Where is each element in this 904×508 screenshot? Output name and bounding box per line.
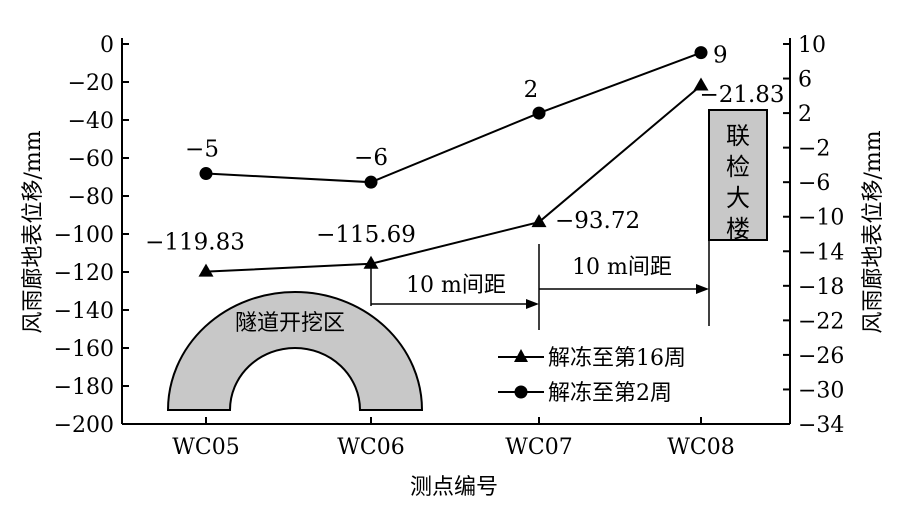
building-box: [708, 109, 768, 241]
series-line-week2: [205, 51, 702, 184]
legend-circle-marker: [514, 385, 528, 399]
right-tick-label: −14: [798, 240, 844, 265]
left-tick-label: −40: [68, 109, 114, 134]
right-tick-label: −18: [798, 275, 844, 300]
building-label-char: 楼: [726, 215, 750, 243]
left-tick-label: −200: [54, 413, 114, 438]
spacing-arrow-1-head: [526, 299, 539, 309]
left-tick-label: −180: [54, 375, 114, 400]
legend-item-week16: 解冻至第16周: [498, 346, 686, 371]
right-tick-label: 10: [798, 33, 826, 58]
tunnel-zone: 隧道开挖区: [166, 291, 424, 411]
legend-item-week2: 解冻至第2周: [498, 381, 672, 406]
data-label: 2: [524, 77, 539, 103]
x-axis-title: 测点编号: [410, 475, 498, 500]
tunnel-arch-shape: [166, 291, 424, 411]
left-tick-label: −140: [54, 299, 114, 324]
spacing-annotations: 10 m间距 10 m间距: [370, 240, 710, 330]
right-tick-label: −26: [798, 344, 844, 369]
x-tick-label: WC07: [505, 435, 572, 460]
data-label: −93.72: [555, 208, 640, 234]
left-tick-label: −100: [54, 223, 114, 248]
left-tick-label: −20: [68, 71, 114, 96]
data-point-triangle: [693, 77, 709, 91]
data-point-triangle: [198, 263, 214, 277]
x-axis: WC05 WC06 WC07 WC08: [122, 417, 790, 460]
right-tick-label: −6: [798, 171, 830, 196]
data-point-triangle: [363, 255, 379, 269]
data-point-triangle: [531, 214, 547, 228]
right-tick-label: −2: [798, 137, 830, 162]
legend-label-week16: 解冻至第16周: [548, 346, 686, 371]
right-tick-label: 2: [798, 102, 812, 127]
right-y-axis: 10 6 2 −2 −6 −10 −14 −18 −22 −26 −30 −34: [783, 33, 844, 438]
building-label-char: 联: [726, 122, 750, 150]
left-tick-label: −120: [54, 261, 114, 286]
data-label: −115.69: [316, 222, 416, 248]
right-tick-label: −22: [798, 309, 844, 334]
right-tick-label: −10: [798, 206, 844, 231]
series-layer: −119.83 −115.69 −93.72 −21.83 −5 −6 2 9: [145, 43, 785, 277]
left-y-axis: 0 −20 −40 −60 −80 −100 −120 −140 −160 −180 −200: [54, 33, 129, 438]
right-tick-label: −34: [798, 413, 844, 438]
left-tick-label: 0: [100, 33, 114, 58]
data-point-circle: [532, 106, 546, 120]
series-line-week16: [205, 84, 702, 273]
building-label-char: 检: [726, 153, 750, 181]
left-tick-label: −60: [68, 147, 114, 172]
spacing-label-2: 10 m间距: [572, 255, 672, 280]
right-tick-label: 6: [798, 68, 812, 93]
data-label: −5: [185, 137, 219, 163]
data-point-circle: [694, 46, 708, 60]
spacing-arrow-2-head: [696, 284, 709, 294]
data-label: −6: [354, 145, 388, 171]
data-point-circle: [364, 175, 378, 189]
spacing-label-1: 10 m间距: [406, 273, 506, 298]
building-label-char: 大: [726, 184, 750, 212]
inspection-building: 联检大楼: [708, 109, 768, 243]
right-tick-label: −30: [798, 378, 844, 403]
tunnel-zone-label: 隧道开挖区: [235, 311, 345, 336]
x-tick-label: WC06: [337, 435, 404, 460]
building-label: 联检大楼: [726, 122, 750, 243]
data-label: −119.83: [145, 230, 245, 256]
x-tick-label: WC05: [172, 435, 239, 460]
x-tick-label: WC08: [667, 435, 734, 460]
left-tick-label: −80: [68, 185, 114, 210]
left-tick-label: −160: [54, 337, 114, 362]
legend: 解冻至第16周 解冻至第2周: [498, 346, 686, 406]
right-axis-title: 风雨廊地表位移/mm: [861, 130, 886, 333]
legend-label-week2: 解冻至第2周: [548, 381, 672, 406]
data-label: −21.83: [699, 82, 784, 108]
data-point-circle: [199, 167, 213, 181]
left-axis-title: 风雨廊地表位移/mm: [21, 130, 46, 333]
data-label: 9: [713, 43, 728, 69]
legend-triangle-marker: [514, 349, 528, 362]
